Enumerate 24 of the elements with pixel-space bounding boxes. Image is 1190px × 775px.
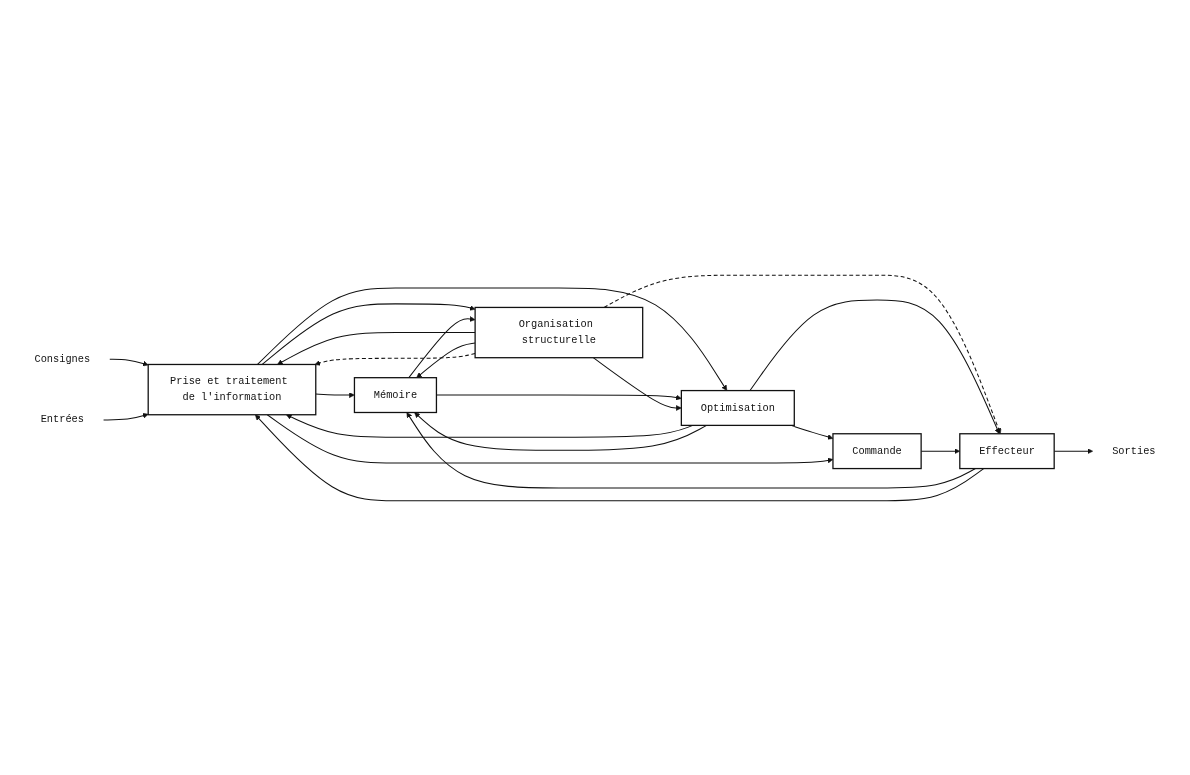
arrow: [314, 352, 476, 366]
arrow: [749, 299, 1000, 434]
node-text: Sorties: [1112, 444, 1156, 457]
arrow: [416, 342, 476, 378]
arrow: [277, 331, 476, 365]
node-text: Entrées: [40, 413, 84, 426]
arrow: [592, 356, 682, 411]
arrow: [109, 358, 149, 366]
arrow: [257, 287, 728, 391]
node-box: Mémoire: [353, 376, 438, 413]
arrow: [414, 411, 708, 451]
node-box: Effecteur: [959, 432, 1055, 469]
arrow: [408, 315, 476, 378]
arrow: [255, 414, 985, 501]
node-box: Commande: [832, 432, 922, 469]
arrow: [102, 412, 149, 420]
arrow: [315, 391, 355, 398]
node-text: Consignes: [34, 353, 91, 365]
node-box: Optimisation: [680, 389, 795, 426]
arrow: [406, 411, 976, 488]
arrow: [261, 302, 476, 365]
node-box: Prise et traitement de l'information: [147, 363, 317, 415]
node-box: Organisation structurelle: [474, 306, 644, 358]
arrow: [286, 413, 694, 438]
